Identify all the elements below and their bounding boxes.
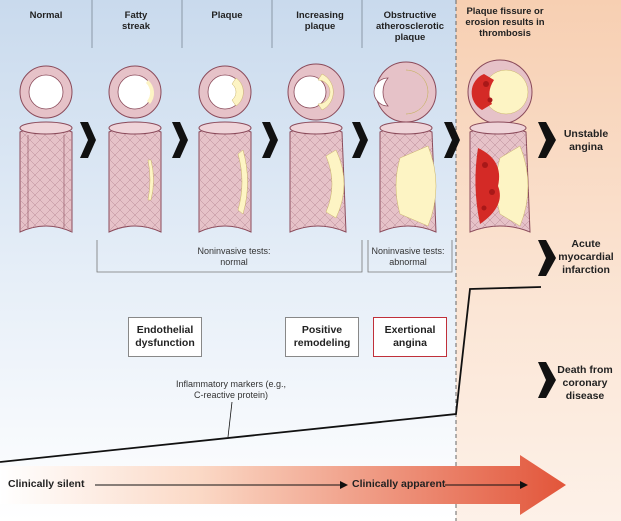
tests-normal-label: Noninvasive tests: normal [197,246,271,267]
outcome-myocardial-infarction: Acute myocardial infarction [558,238,614,276]
stage-label-normal: Normal [29,10,63,21]
clinically-silent-label: Clinically silent [8,478,85,490]
vessel-normal [19,65,73,233]
stage-label-increasing-plaque: Increasing plaque [296,10,344,32]
clinical-line-2-head [520,481,528,489]
column-dividers [91,0,363,48]
vessel-fatty-streak [108,65,162,233]
stage-label-thrombosis: Plaque fissure or erosion results in thr… [465,6,545,39]
stage-label-fatty-streak: Fatty streak [122,10,150,32]
stage-label-obstructive: Obstructive atherosclerotic plaque [375,10,445,43]
inflammatory-pointer [227,401,233,438]
clinically-apparent-label: Clinically apparent [352,478,446,490]
outcome-unstable-angina: Unstable angina [563,128,609,153]
vessel-obstructive-plaque [373,61,437,233]
endothelial-dysfunction-box: Endothelial dysfunction [128,317,202,357]
outcome-death: Death from coronary disease [557,364,613,402]
inflammatory-wedge [0,286,542,463]
tests-abnormal-label: Noninvasive tests: abnormal [371,246,445,267]
positive-remodeling-box: Positive remodeling [285,317,359,357]
normal-tests-bracket [96,240,363,273]
progression-arrows [80,122,556,398]
inflammatory-markers-label: Inflammatory markers (e.g., C-reactive p… [175,379,287,400]
clinical-line-head [340,481,348,489]
vessel-plaque [198,65,252,233]
exertional-angina-box: Exertional angina [373,317,447,357]
vessel-thrombosis [467,59,533,233]
stage-label-plaque: Plaque [211,10,243,21]
abnormal-tests-bracket [367,240,453,273]
vessel-increasing-plaque [287,63,347,233]
